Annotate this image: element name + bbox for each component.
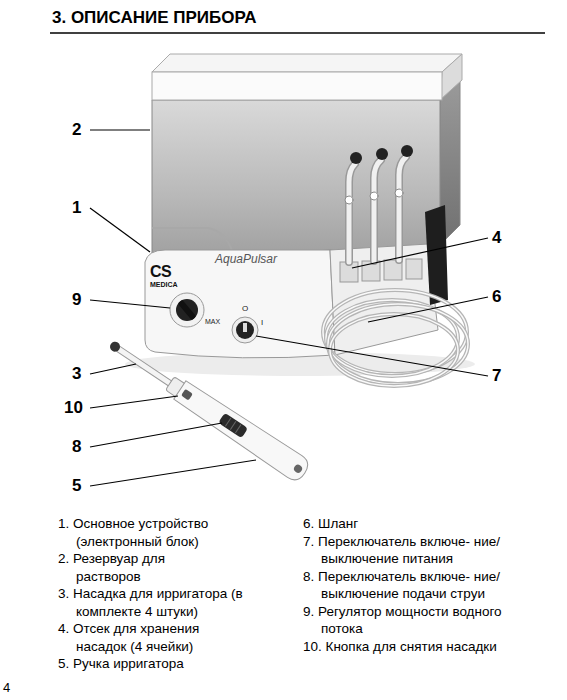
- callout-number: 8: [72, 437, 81, 457]
- part-list-item: 4. Отсек для хранения насадок (4 ячейки): [58, 620, 244, 655]
- part-list-item: 7. Переключатель включе- ние/выключение …: [303, 533, 521, 568]
- callout-number: 6: [492, 287, 501, 307]
- callout-number: 10: [64, 398, 83, 418]
- page-title: 3. ОПИСАНИЕ ПРИБОРА: [52, 8, 257, 28]
- leader-lines: [90, 130, 488, 486]
- reservoir: [152, 80, 460, 262]
- part-list-item: 8. Переключатель включе- ние/выключение …: [303, 568, 521, 603]
- brand-name: AquaPulsar: [215, 252, 277, 266]
- part-list-item: 9. Регулятор мощности водного потока: [303, 603, 521, 638]
- callout-number: 2: [72, 120, 81, 140]
- logo-text: CS: [150, 262, 171, 281]
- part-list-item: 3. Насадка для ирригатора (в комплекте 4…: [58, 585, 271, 620]
- part-list-item: 2. Резервуар для растворов: [58, 550, 206, 585]
- part-list-item: 6. Шланг: [303, 515, 521, 533]
- callout-number: 9: [72, 290, 81, 310]
- callout-number: 3: [72, 364, 81, 384]
- nozzles: [345, 145, 413, 262]
- callout-number: 5: [72, 476, 81, 496]
- callout-number: 1: [72, 198, 81, 218]
- handle: [104, 333, 312, 484]
- part-list-item: 1. Основное устройство (электронный блок…: [58, 515, 271, 550]
- title-rule: [50, 32, 545, 34]
- part-list-item: 5. Ручка ирригатора: [58, 655, 271, 673]
- lid: [152, 54, 462, 100]
- power-knob: [170, 293, 204, 327]
- hose: [323, 290, 468, 386]
- callout-number: 4: [492, 228, 501, 248]
- knob-marking: MAX: [205, 318, 220, 326]
- switch-marking: I: [261, 318, 263, 328]
- part-list-item: 10. Кнопка для снятия насадки: [303, 638, 561, 656]
- switch-marking: O: [242, 304, 248, 314]
- callout-number: 7: [492, 366, 501, 386]
- logo-text: MEDICA: [150, 281, 178, 289]
- power-switch: [232, 317, 258, 343]
- page-number: 4: [3, 680, 10, 696]
